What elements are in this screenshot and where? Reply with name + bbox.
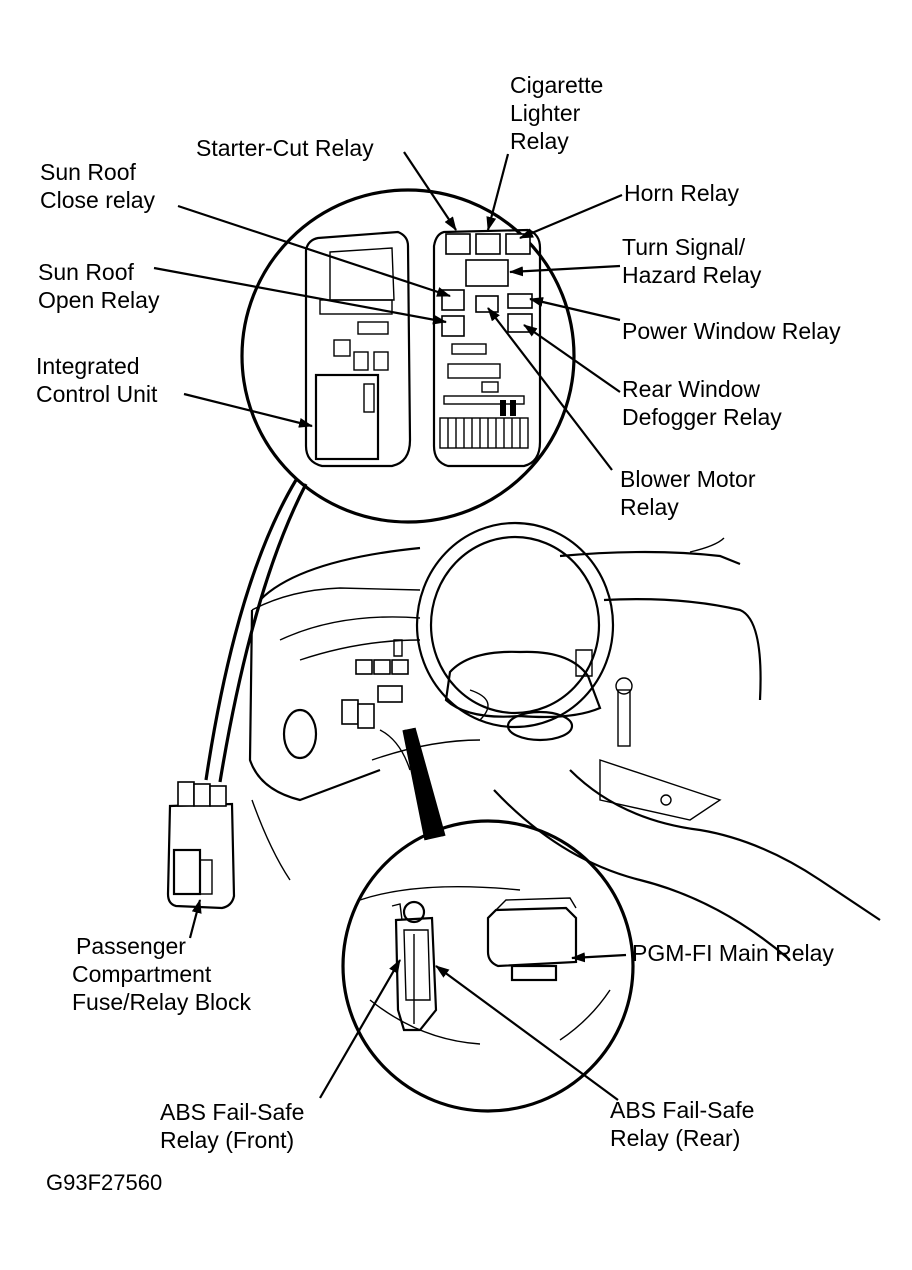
turn-signal-hazard-relay-shape [465, 259, 509, 287]
label-integrated-control-unit: Integrated Control Unit [36, 353, 158, 407]
label-abs-fail-safe-rear: ABS Fail-Safe Relay (Rear) [610, 1097, 761, 1151]
label-blower-motor-relay: Blower Motor Relay [620, 466, 762, 520]
steering-wheel [415, 521, 615, 742]
starter-cut-relay-shape [445, 233, 471, 255]
label-power-window-relay: Power Window Relay [622, 318, 841, 344]
label-turn-signal-hazard-relay: Turn Signal/ Hazard Relay [622, 234, 762, 288]
label-rear-window-defogger-relay: Rear Window Defogger Relay [622, 376, 782, 430]
blower-motor-relay-shape [475, 295, 499, 313]
label-cigarette-lighter-relay: Cigarette Lighter Relay [510, 72, 610, 154]
label-passenger-fuse-relay-block: Passenger Compartment Fuse/Relay Block [72, 933, 251, 1015]
label-starter-cut-relay: Starter-Cut Relay [196, 135, 374, 161]
vent-left [282, 708, 318, 760]
abs-fail-safe-relays-shape [391, 900, 438, 1032]
bottom-detail-circle [341, 819, 635, 1113]
top-detail-circle [240, 188, 576, 524]
dashboard-illustration [204, 479, 881, 961]
horn-relay-shape [505, 233, 531, 255]
label-horn-relay: Horn Relay [624, 180, 740, 206]
integrated-control-unit-shape [314, 373, 380, 461]
fuse-bank [439, 400, 529, 449]
leader-lines [153, 151, 627, 1101]
label-sun-roof-close-relay: Sun Roof Close relay [40, 159, 156, 213]
sun-roof-open-relay-shape [441, 315, 465, 337]
sun-roof-close-relay-shape [441, 289, 465, 311]
power-window-relay-shape [507, 293, 533, 309]
label-sun-roof-open-relay: Sun Roof Open Relay [38, 259, 160, 313]
passenger-fuse-relay-block [166, 781, 236, 910]
figure-code: G93F27560 [46, 1170, 162, 1195]
label-pgm-fi-main-relay: PGM-FI Main Relay [632, 940, 834, 966]
label-abs-fail-safe-front: ABS Fail-Safe Relay (Front) [160, 1099, 311, 1153]
cigarette-lighter-relay-shape [475, 233, 501, 255]
pgm-fi-main-relay-shape [486, 897, 578, 982]
